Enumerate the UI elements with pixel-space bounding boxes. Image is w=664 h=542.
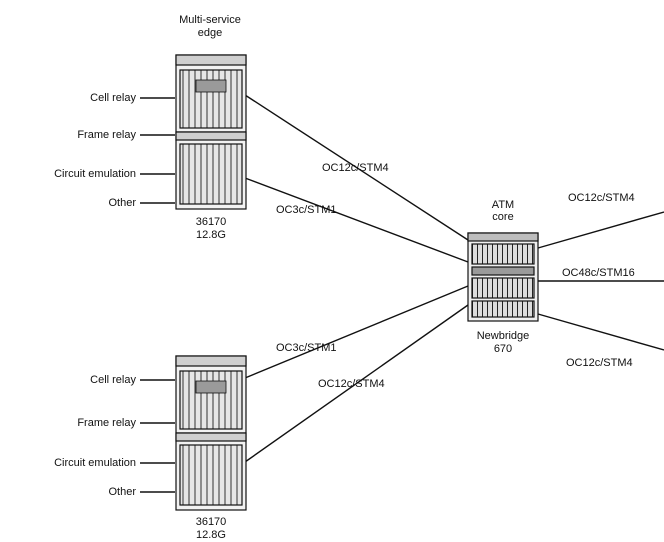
edge-title-line1: Multi-service <box>179 14 241 26</box>
link-top-upper-label: OC12c/STM4 <box>322 162 389 174</box>
link-bottom-lower-label: OC12c/STM4 <box>318 378 385 390</box>
link-top-lower-label: OC3c/STM1 <box>276 204 337 216</box>
top-input-frame-relay: Frame relay <box>77 129 136 141</box>
core-title-line1: ATM <box>491 199 515 211</box>
link-out-upper-label: OC12c/STM4 <box>568 192 635 204</box>
core-title-line2: core <box>492 211 514 223</box>
core-name-line1: Newbridge <box>476 330 530 342</box>
top-input-cell-relay: Cell relay <box>90 92 136 104</box>
top-switch-capacity: 12.8G <box>196 229 226 241</box>
link-out-upper-line <box>537 211 664 249</box>
top-input-circuit-emulation: Circuit emulation <box>54 168 136 180</box>
bottom-input-frame-relay: Frame relay <box>77 417 136 429</box>
bottom-input-cell-relay: Cell relay <box>90 374 136 386</box>
link-bottom-upper-label: OC3c/STM1 <box>276 342 337 354</box>
top-input-other: Other <box>108 197 136 209</box>
link-out-lower-label: OC12c/STM4 <box>566 357 633 369</box>
core-switch-chassis <box>467 232 539 322</box>
link-bottom-lower-line <box>244 304 469 463</box>
link-top-lower-line <box>244 177 469 263</box>
core-name-line2: 670 <box>493 343 513 355</box>
bottom-switch-model: 36170 <box>195 516 227 528</box>
bottom-input-other: Other <box>108 486 136 498</box>
link-out-middle-label: OC48c/STM16 <box>562 267 635 279</box>
bottom-switch-chassis <box>175 355 247 511</box>
edge-title-line2: edge <box>197 27 223 39</box>
link-top-upper-line <box>244 94 469 241</box>
top-switch-model: 36170 <box>195 216 227 228</box>
link-bottom-upper-line <box>244 285 469 379</box>
bottom-input-circuit-emulation: Circuit emulation <box>54 457 136 469</box>
link-out-lower-line <box>537 313 664 351</box>
top-switch-chassis <box>175 54 247 210</box>
bottom-switch-capacity: 12.8G <box>196 529 226 541</box>
